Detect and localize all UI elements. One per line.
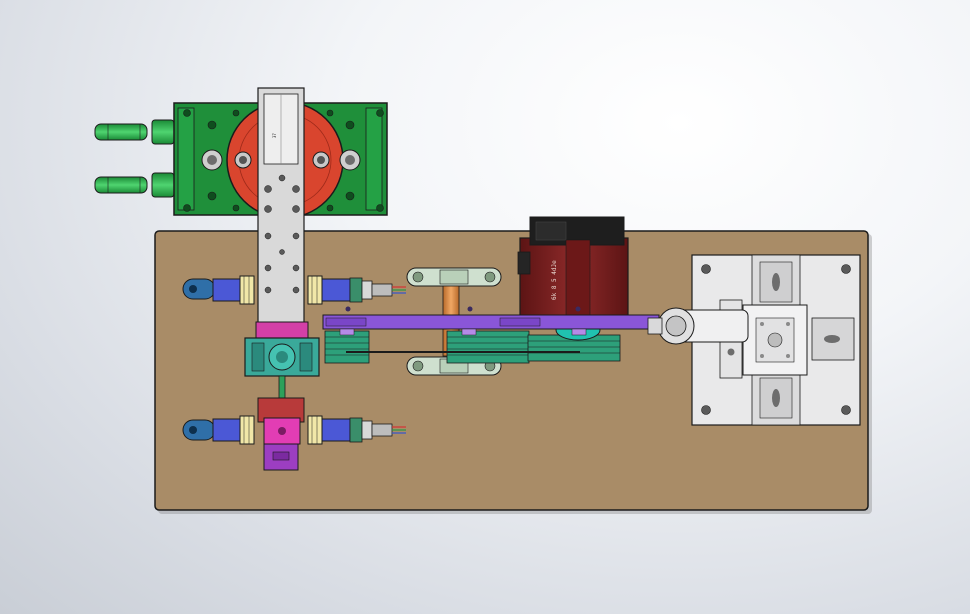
toggle-clamp-fixture[interactable]	[691, 254, 861, 426]
lower-pink-tool[interactable]	[263, 417, 301, 471]
linear-slide[interactable]: 37	[257, 87, 305, 325]
air-fitting-lower	[94, 172, 175, 198]
disc-port-right	[312, 151, 330, 169]
servo-motor[interactable]: 6k 8 5 4dJe	[517, 216, 629, 317]
rotary-bolt-holes	[183, 109, 384, 212]
pulley-center[interactable]	[446, 330, 530, 364]
rotary-mark-text: 37	[272, 133, 277, 138]
port-left	[201, 149, 223, 171]
fixture-inner-holes	[760, 322, 790, 358]
teal-gripper-block[interactable]	[244, 337, 320, 377]
slide-bolt-holes	[264, 174, 300, 294]
upper-right-sensor-assembly[interactable]	[307, 275, 406, 305]
air-fitting-upper	[94, 119, 175, 145]
disc-port-left	[234, 151, 252, 169]
rotary-cylinder[interactable]	[94, 101, 388, 219]
pulley-bracket-top[interactable]	[406, 267, 502, 287]
pink-carriage[interactable]	[255, 321, 309, 341]
fixture-corner-bolts	[701, 264, 851, 415]
port-right	[339, 149, 361, 171]
motor-mark-text: 6k 8 5 4dJe	[551, 260, 558, 300]
purple-link-bar[interactable]	[322, 306, 660, 336]
lower-left-sensor-assembly[interactable]	[182, 415, 255, 445]
pulley-left[interactable]	[324, 330, 370, 364]
toggle-clamp-arm[interactable]	[647, 307, 749, 345]
lower-right-sensor-assembly[interactable]	[307, 415, 406, 445]
upper-left-sensor-assembly[interactable]	[182, 275, 255, 305]
